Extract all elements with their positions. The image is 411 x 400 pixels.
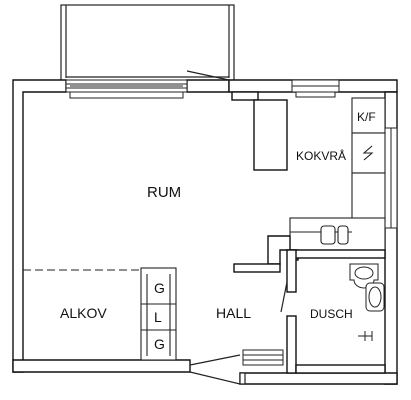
room-label-hall: HALL <box>216 305 251 321</box>
hall-partition <box>233 235 299 273</box>
room-label-rum: RUM <box>147 184 181 201</box>
storage-label-g-top: G <box>154 280 165 296</box>
bathroom-walls <box>286 249 386 374</box>
cabinet-label-kf: K/F <box>357 110 376 124</box>
storage-label-g-bottom: G <box>154 336 165 352</box>
window-top-right <box>291 79 340 98</box>
window-top <box>65 79 188 99</box>
storage-label-l: L <box>154 309 162 325</box>
balcony-door <box>186 70 230 81</box>
room-label-kokvra: KOKVRÅ <box>296 148 346 163</box>
balcony <box>60 4 235 82</box>
room-label-alkov: ALKOV <box>60 305 107 321</box>
bathroom-door <box>280 281 288 313</box>
kitchen-counter <box>289 97 386 251</box>
room-label-dusch: DUSCH <box>310 307 353 321</box>
storage-cabinets <box>140 267 177 361</box>
window-right <box>384 127 398 229</box>
outer-walls <box>12 79 398 385</box>
kitchen-walls <box>231 91 288 171</box>
bathroom-fixtures <box>349 263 385 341</box>
shoe-rack <box>242 349 284 366</box>
entrance-door <box>189 354 246 385</box>
